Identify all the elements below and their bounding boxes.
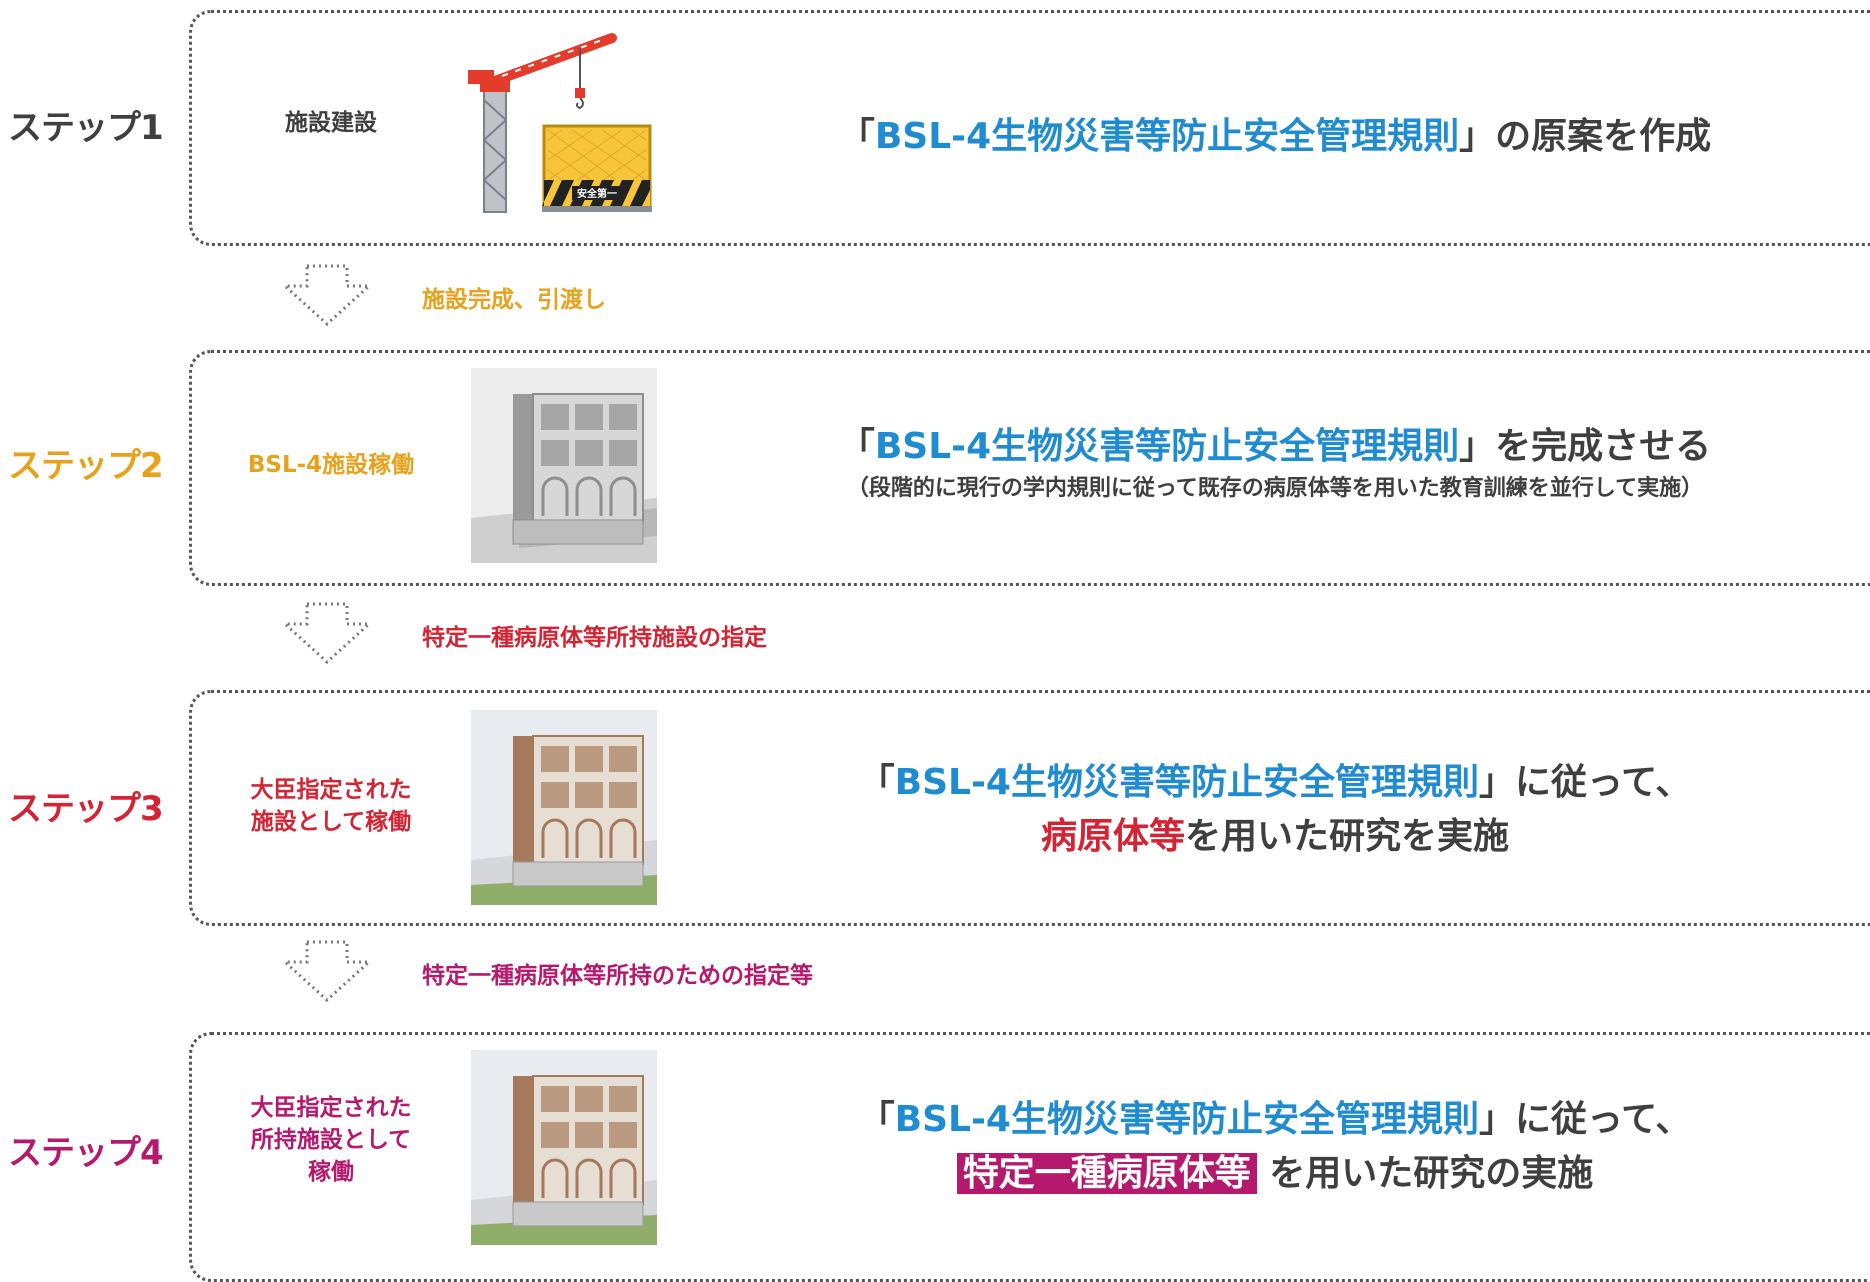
step-4-status: 大臣指定された 所持施設として 稼働 <box>212 1092 450 1188</box>
open-bracket: 「 <box>838 426 875 467</box>
rule-name: BSL-4生物災害等防止安全管理規則 <box>874 116 1460 157</box>
open-bracket: 「 <box>838 116 875 157</box>
step-4-status-line: 所持施設として <box>250 1127 412 1153</box>
step-3-line2-rest: を用いた研究を実施 <box>1185 816 1510 857</box>
transition-1-label: 施設完成、引渡し <box>422 287 606 313</box>
step-1-status-line: 施設建設 <box>285 110 377 136</box>
step-4-status-line: 大臣指定された <box>250 1095 412 1121</box>
rule-suffix: に従って、 <box>1514 1099 1692 1140</box>
close-bracket: 」 <box>1478 762 1515 803</box>
step-3-rule-line: 「BSL-4生物災害等防止安全管理規則」に従って、 <box>700 756 1850 810</box>
construction-illustration: 安全第一 <box>462 30 662 220</box>
step-3-label: ステップ3 <box>8 789 164 829</box>
step-4-line2-rest: を用いた研究の実施 <box>1256 1153 1594 1194</box>
down-arrow-icon <box>281 602 373 665</box>
building-photo-color <box>471 710 657 905</box>
open-bracket: 「 <box>858 1099 895 1140</box>
step-2-status: BSL-4施設稼働 <box>212 449 450 481</box>
step-3-status: 大臣指定された 施設として稼働 <box>212 774 450 838</box>
step-1-label: ステップ1 <box>8 108 164 148</box>
step-3-status-line: 施設として稼働 <box>250 809 412 835</box>
step-1-description: 「BSL-4生物災害等防止安全管理規則」の原案を作成 <box>700 110 1850 164</box>
rule-name: BSL-4生物災害等防止安全管理規則 <box>894 762 1479 803</box>
down-arrow-icon <box>281 264 373 327</box>
transition-1: 施設完成、引渡し <box>275 262 1035 332</box>
pathogen-emphasis: 病原体等 <box>1040 816 1185 857</box>
rule-suffix: を完成させる <box>1495 426 1712 467</box>
step-4-description: 「BSL-4生物災害等防止安全管理規則」に従って、 特定一種病原体等 を用いた研… <box>700 1093 1850 1201</box>
fence-sign-text: 安全第一 <box>577 187 617 200</box>
building-photo-color <box>471 1050 657 1245</box>
transition-2: 特定一種病原体等所持施設の指定 <box>275 600 1035 670</box>
building-icon <box>471 368 657 563</box>
rule-suffix: の原案を作成 <box>1495 116 1712 157</box>
step-1-box <box>189 10 1870 246</box>
step-2-box <box>189 350 1870 586</box>
step-2-note: （段階的に現行の学内規則に従って既存の病原体等を用いた教育訓練を並行して実施） <box>846 476 1704 501</box>
building-icon <box>471 710 657 905</box>
transition-3: 特定一種病原体等所持のための指定等 <box>275 938 1035 1008</box>
specified-pathogen-highlight: 特定一種病原体等 <box>956 1153 1257 1194</box>
step-4-second-line: 特定一種病原体等 を用いた研究の実施 <box>700 1147 1850 1201</box>
step-2-status-line: BSL-4施設稼働 <box>247 452 415 478</box>
step-3-box <box>189 690 1870 926</box>
close-bracket: 」 <box>1478 1099 1515 1140</box>
step-2-description: 「BSL-4生物災害等防止安全管理規則」を完成させる （段階的に現行の学内規則に… <box>700 420 1850 504</box>
transition-3-label: 特定一種病原体等所持のための指定等 <box>422 963 813 989</box>
step-3-description: 「BSL-4生物災害等防止安全管理規則」に従って、 病原体等を用いた研究を実施 <box>700 756 1850 864</box>
crane-fence-icon: 安全第一 <box>468 33 652 213</box>
rule-name: BSL-4生物災害等防止安全管理規則 <box>874 426 1460 467</box>
rule-suffix: に従って、 <box>1514 762 1692 803</box>
step-2-label: ステップ2 <box>8 446 164 486</box>
step-4-status-line: 稼働 <box>308 1159 354 1185</box>
step-3-second-line: 病原体等を用いた研究を実施 <box>700 810 1850 864</box>
rule-name: BSL-4生物災害等防止安全管理規則 <box>894 1099 1479 1140</box>
close-bracket: 」 <box>1459 116 1496 157</box>
step-4-rule-line: 「BSL-4生物災害等防止安全管理規則」に従って、 <box>700 1093 1850 1147</box>
step-2-rule-line: 「BSL-4生物災害等防止安全管理規則」を完成させる <box>700 420 1850 474</box>
step-4-label: ステップ4 <box>8 1133 164 1173</box>
step-1-status: 施設建設 <box>212 107 450 139</box>
step-1-rule-line: 「BSL-4生物災害等防止安全管理規則」の原案を作成 <box>700 110 1850 164</box>
transition-2-label: 特定一種病原体等所持施設の指定 <box>422 625 767 651</box>
building-photo-grayscale <box>471 368 657 563</box>
building-icon <box>471 1050 657 1245</box>
open-bracket: 「 <box>858 762 895 803</box>
step-3-status-line: 大臣指定された <box>250 777 412 803</box>
close-bracket: 」 <box>1459 426 1496 467</box>
down-arrow-icon <box>281 940 373 1003</box>
